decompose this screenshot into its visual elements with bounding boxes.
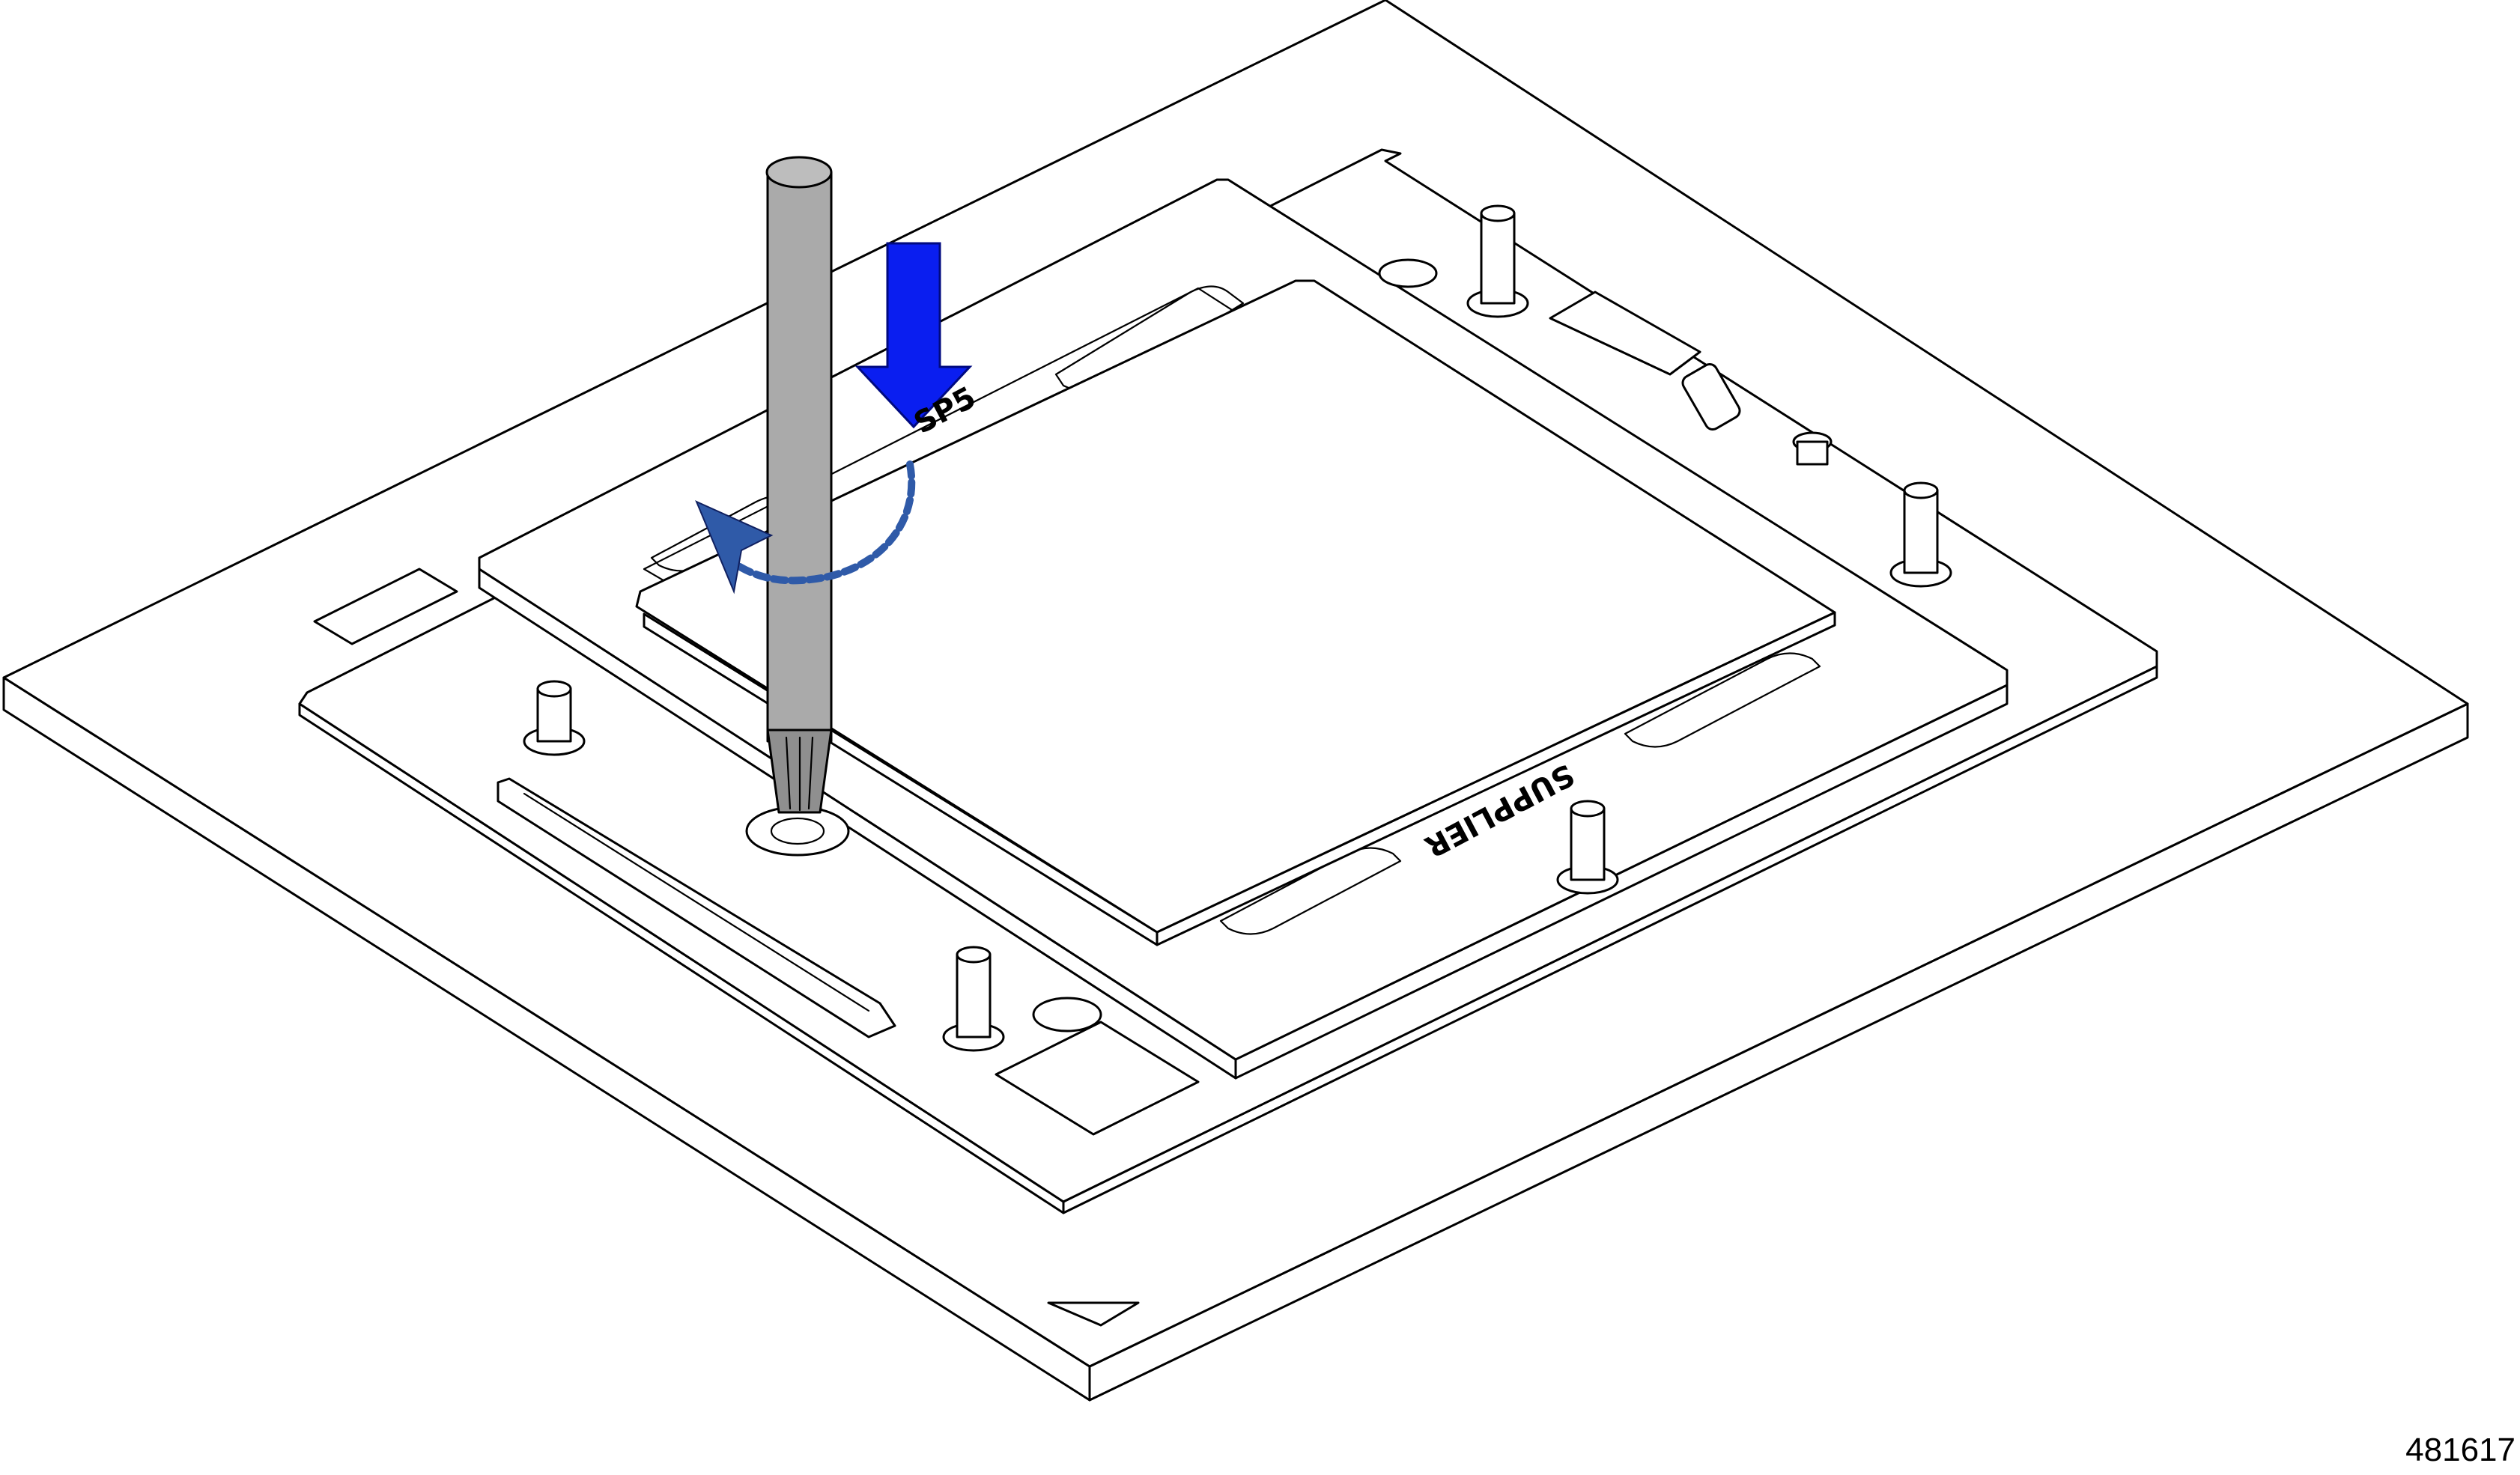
torx-screw-top xyxy=(1378,258,1438,288)
stud-top xyxy=(1466,204,1529,318)
socket-lever xyxy=(313,568,1200,1136)
torx-screw-bottom xyxy=(1032,997,1102,1032)
stud-right xyxy=(1889,481,1952,588)
stud-left xyxy=(523,680,586,756)
stud-bottom xyxy=(942,946,1005,1052)
spring-latch xyxy=(1549,291,1833,466)
alignment-triangle-mark xyxy=(1047,1301,1140,1327)
down-arrow-icon xyxy=(854,242,973,429)
threaded-studs xyxy=(523,204,1952,1052)
counterclockwise-arrow-icon xyxy=(695,460,916,594)
torx-screwdriver xyxy=(765,156,833,814)
stud-front xyxy=(1556,800,1619,895)
torx-screw-target xyxy=(745,806,850,857)
figure-number: 481617 xyxy=(2405,1432,2516,1468)
